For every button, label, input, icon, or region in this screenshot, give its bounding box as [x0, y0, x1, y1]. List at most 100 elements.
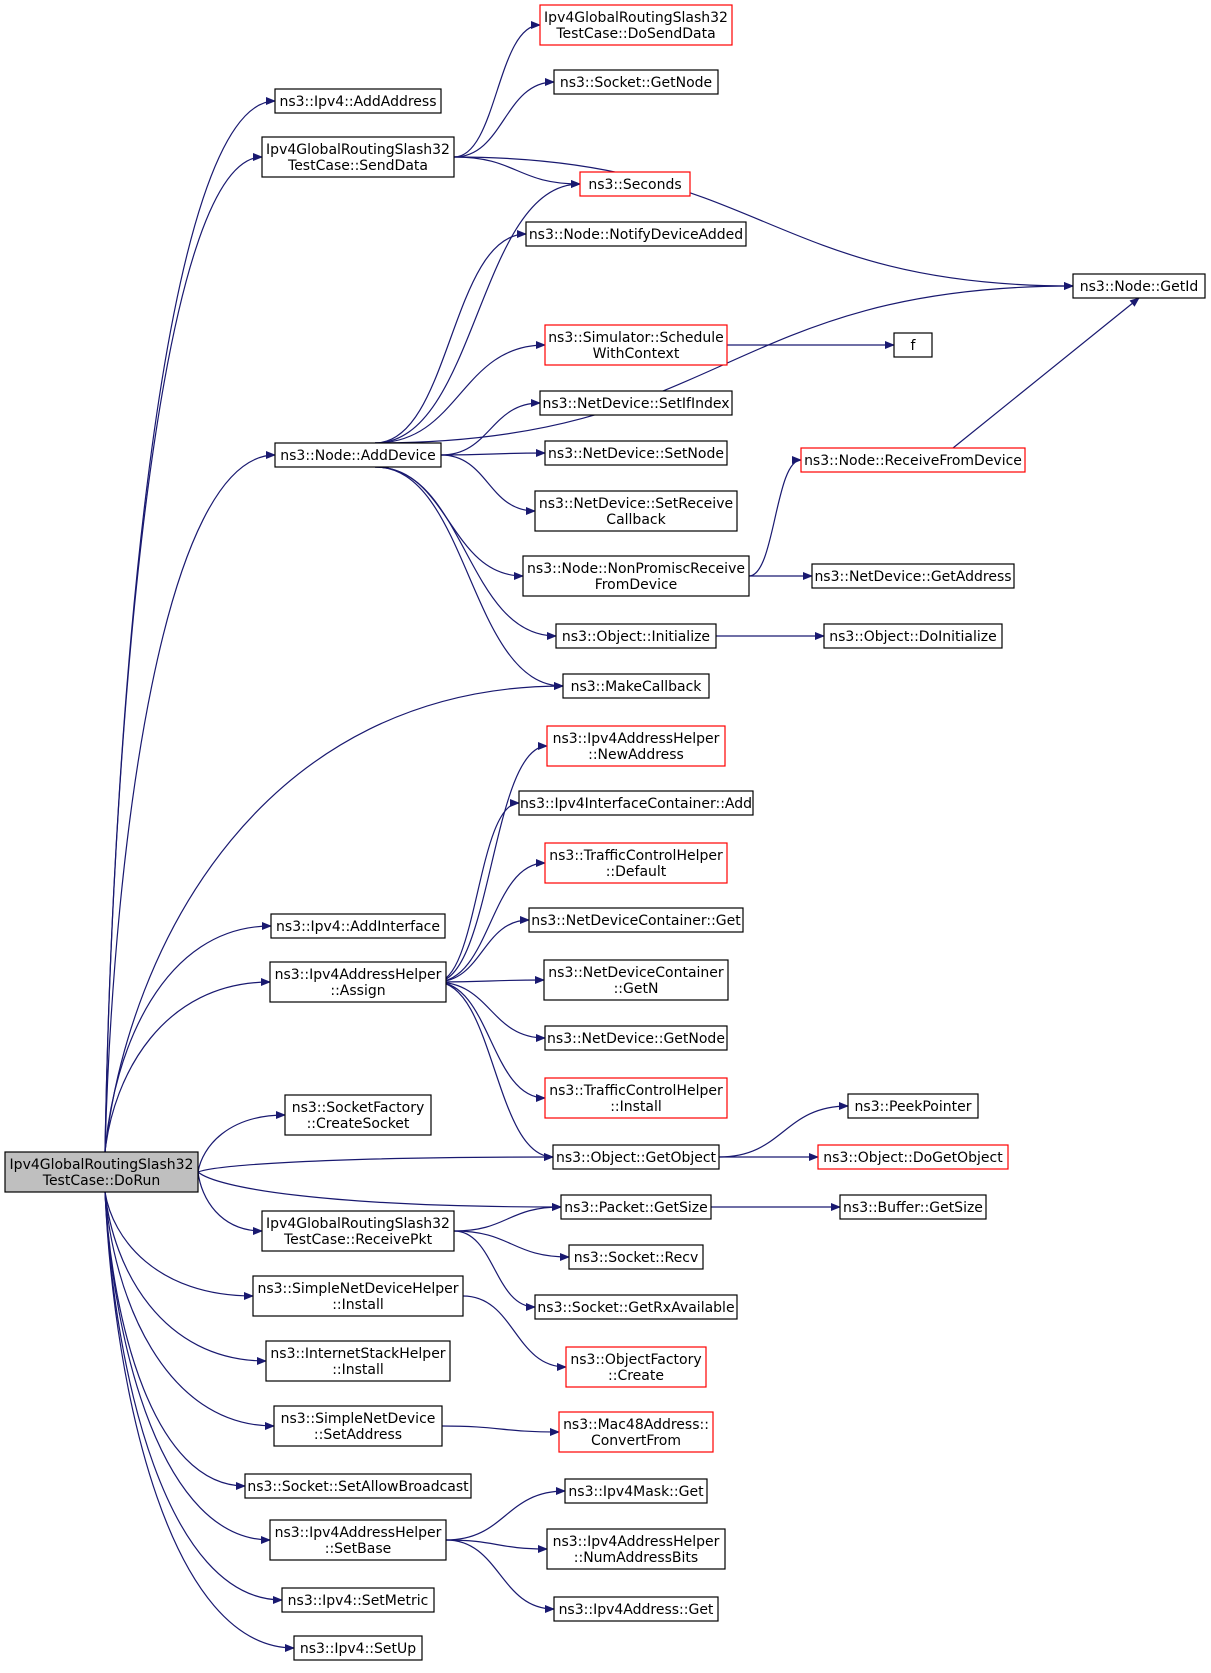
node-box	[800, 447, 1026, 473]
node-tc-install[interactable]: ns3::TrafficControlHelper::Install	[544, 1077, 728, 1119]
node-label: Ipv4GlobalRoutingSlash32	[10, 1157, 194, 1173]
edge-root-to-ipv4_setmetric	[104, 1191, 283, 1604]
node-label: Ipv4GlobalRoutingSlash32	[266, 142, 450, 158]
node-netdevice-setnode[interactable]: ns3::NetDevice::SetNode	[544, 440, 728, 466]
node-addrhelper-numaddrbits[interactable]: ns3::Ipv4AddressHelper::NumAddressBits	[546, 1528, 726, 1570]
node-node-receivefromdevice[interactable]: ns3::Node::ReceiveFromDevice	[800, 447, 1026, 473]
node-object-initialize[interactable]: ns3::Object::Initialize	[555, 623, 717, 649]
node-devcontainer-getn[interactable]: ns3::NetDeviceContainer::GetN	[543, 959, 729, 1001]
node-devcontainer-get[interactable]: ns3::NetDeviceContainer::Get	[528, 907, 744, 933]
node-simplehelper-install[interactable]: ns3::SimpleNetDeviceHelper::Install	[252, 1275, 464, 1317]
node-label: ns3::Ipv4InterfaceContainer::Add	[520, 796, 752, 812]
node-box	[553, 69, 719, 95]
node-simplenetdevice-setaddr[interactable]: ns3::SimpleNetDevice::SetAddress	[273, 1405, 443, 1447]
node-label: ns3::InternetStackHelper	[270, 1346, 445, 1362]
node-box	[811, 563, 1015, 589]
node-socketfactory-create[interactable]: ns3::SocketFactory::CreateSocket	[284, 1094, 432, 1136]
node-internetstack-install[interactable]: ns3::InternetStackHelper::Install	[265, 1340, 451, 1382]
node-box	[847, 1093, 979, 1119]
node-label: ns3::Socket::Recv	[574, 1250, 699, 1266]
node-box	[543, 959, 729, 1001]
node-addrhelper-setbase[interactable]: ns3::Ipv4AddressHelper::SetBase	[269, 1519, 447, 1561]
node-box	[281, 1587, 435, 1613]
edge-object_getobject-to-peekpointer	[718, 1102, 849, 1158]
node-label: ns3::NetDeviceContainer::Get	[531, 913, 741, 929]
node-packet-getsize[interactable]: ns3::Packet::GetSize	[560, 1194, 712, 1220]
node-ipv4-setmetric[interactable]: ns3::Ipv4::SetMetric	[281, 1587, 435, 1613]
edge-root-to-socketfactory_create	[197, 1111, 286, 1173]
node-object-getobject[interactable]: ns3::Object::GetObject	[552, 1144, 720, 1170]
node-box	[534, 490, 738, 532]
node-ipv4-addinterface[interactable]: ns3::Ipv4::AddInterface	[270, 913, 446, 939]
edge-node_adddevice-to-node_notifydeviceadded	[374, 230, 527, 444]
node-peekpointer[interactable]: ns3::PeekPointer	[847, 1093, 979, 1119]
node-box	[261, 136, 455, 178]
node-mac48-convertfrom[interactable]: ns3::Mac48Address::ConvertFrom	[558, 1411, 714, 1453]
node-box	[284, 1094, 432, 1136]
node-makecallback[interactable]: ns3::MakeCallback	[562, 673, 710, 699]
node-box	[552, 1144, 720, 1170]
node-label: ::Default	[606, 864, 667, 880]
edge-receivepkt-to-socket_recv	[453, 1230, 570, 1261]
node-label: TestCase::SendData	[287, 158, 428, 174]
node-seconds[interactable]: ns3::Seconds	[579, 171, 691, 197]
node-box	[555, 623, 717, 649]
node-node-notifydeviceadded[interactable]: ns3::Node::NotifyDeviceAdded	[525, 221, 747, 247]
node-label: ns3::NetDevice::SetIfIndex	[543, 396, 730, 412]
edge-root-to-socket_setallowbcast	[104, 1191, 246, 1490]
node-box	[553, 1596, 719, 1622]
node-senddata[interactable]: Ipv4GlobalRoutingSlash32TestCase::SendDa…	[261, 136, 455, 178]
edge-root-to-ipv4_addaddress	[104, 97, 276, 1153]
node-ipv4-addaddress[interactable]: ns3::Ipv4::AddAddress	[274, 88, 442, 114]
node-box	[579, 171, 691, 197]
node-object-dogetobject[interactable]: ns3::Object::DoGetObject	[817, 1144, 1009, 1170]
edge-root-to-packet_getsize	[197, 1171, 562, 1211]
node-tc-default[interactable]: ns3::TrafficControlHelper::Default	[544, 842, 728, 884]
node-label: f	[911, 338, 917, 354]
node-label: ns3::Ipv4Mask::Get	[568, 1484, 704, 1500]
edge-root-to-senddata	[104, 153, 263, 1153]
node-addrhelper-newaddress[interactable]: ns3::Ipv4AddressHelper::NewAddress	[546, 725, 726, 767]
node-netdevice-getaddress[interactable]: ns3::NetDevice::GetAddress	[811, 563, 1015, 589]
node-dosenddata[interactable]: Ipv4GlobalRoutingSlash32TestCase::DoSend…	[539, 4, 733, 46]
node-box	[823, 623, 1003, 649]
node-label: ns3::Ipv4::AddAddress	[279, 94, 436, 110]
node-ipv4address-get[interactable]: ns3::Ipv4Address::Get	[553, 1596, 719, 1622]
node-label: ::Assign	[330, 983, 385, 999]
node-objectfactory-create[interactable]: ns3::ObjectFactory::Create	[565, 1346, 707, 1388]
node-receivepkt[interactable]: Ipv4GlobalRoutingSlash32TestCase::Receiv…	[261, 1210, 455, 1252]
node-socket-getnode[interactable]: ns3::Socket::GetNode	[553, 69, 719, 95]
node-label: ns3::Node::NonPromiscReceive	[527, 561, 745, 577]
node-box	[522, 555, 750, 597]
edge-node_adddevice-to-netdevice_setnode	[440, 449, 546, 458]
node-addrhelper-assign[interactable]: ns3::Ipv4AddressHelper::Assign	[269, 961, 447, 1003]
node-socket-setallowbcast[interactable]: ns3::Socket::SetAllowBroadcast	[244, 1473, 472, 1499]
node-node-adddevice[interactable]: ns3::Node::AddDevice	[274, 442, 442, 468]
node-netdevice-setifindex[interactable]: ns3::NetDevice::SetIfIndex	[539, 390, 733, 416]
edge-root-to-makecallback	[104, 682, 564, 1153]
node-node-getid[interactable]: ns3::Node::GetId	[1072, 273, 1206, 299]
node-ipv4mask-get[interactable]: ns3::Ipv4Mask::Get	[564, 1478, 708, 1504]
node-label: ::SetAddress	[314, 1427, 402, 1443]
node-ipv4-setup[interactable]: ns3::Ipv4::SetUp	[293, 1635, 423, 1661]
node-buffer-getsize[interactable]: ns3::Buffer::GetSize	[839, 1194, 987, 1220]
node-label: ns3::Ipv4AddressHelper	[553, 1534, 720, 1550]
node-socket-recv[interactable]: ns3::Socket::Recv	[568, 1244, 704, 1270]
node-f[interactable]: f	[893, 332, 933, 358]
node-object-doinitialize[interactable]: ns3::Object::DoInitialize	[823, 623, 1003, 649]
node-netdevice-getnode[interactable]: ns3::NetDevice::GetNode	[544, 1025, 728, 1051]
node-label: ns3::Object::GetObject	[556, 1150, 717, 1166]
node-box	[544, 1077, 728, 1119]
node-label: ns3::SimpleNetDevice	[281, 1411, 436, 1427]
edge-addrhelper_assign-to-ifcontainer_add	[435, 799, 520, 983]
node-ifcontainer-add[interactable]: ns3::Ipv4InterfaceContainer::Add	[518, 790, 754, 816]
node-socket-getrxavail[interactable]: ns3::Socket::GetRxAvailable	[534, 1294, 738, 1320]
node-label: Ipv4GlobalRoutingSlash32	[544, 10, 728, 26]
edge-senddata-to-seconds	[453, 156, 581, 188]
node-label: ::Install	[332, 1297, 384, 1313]
